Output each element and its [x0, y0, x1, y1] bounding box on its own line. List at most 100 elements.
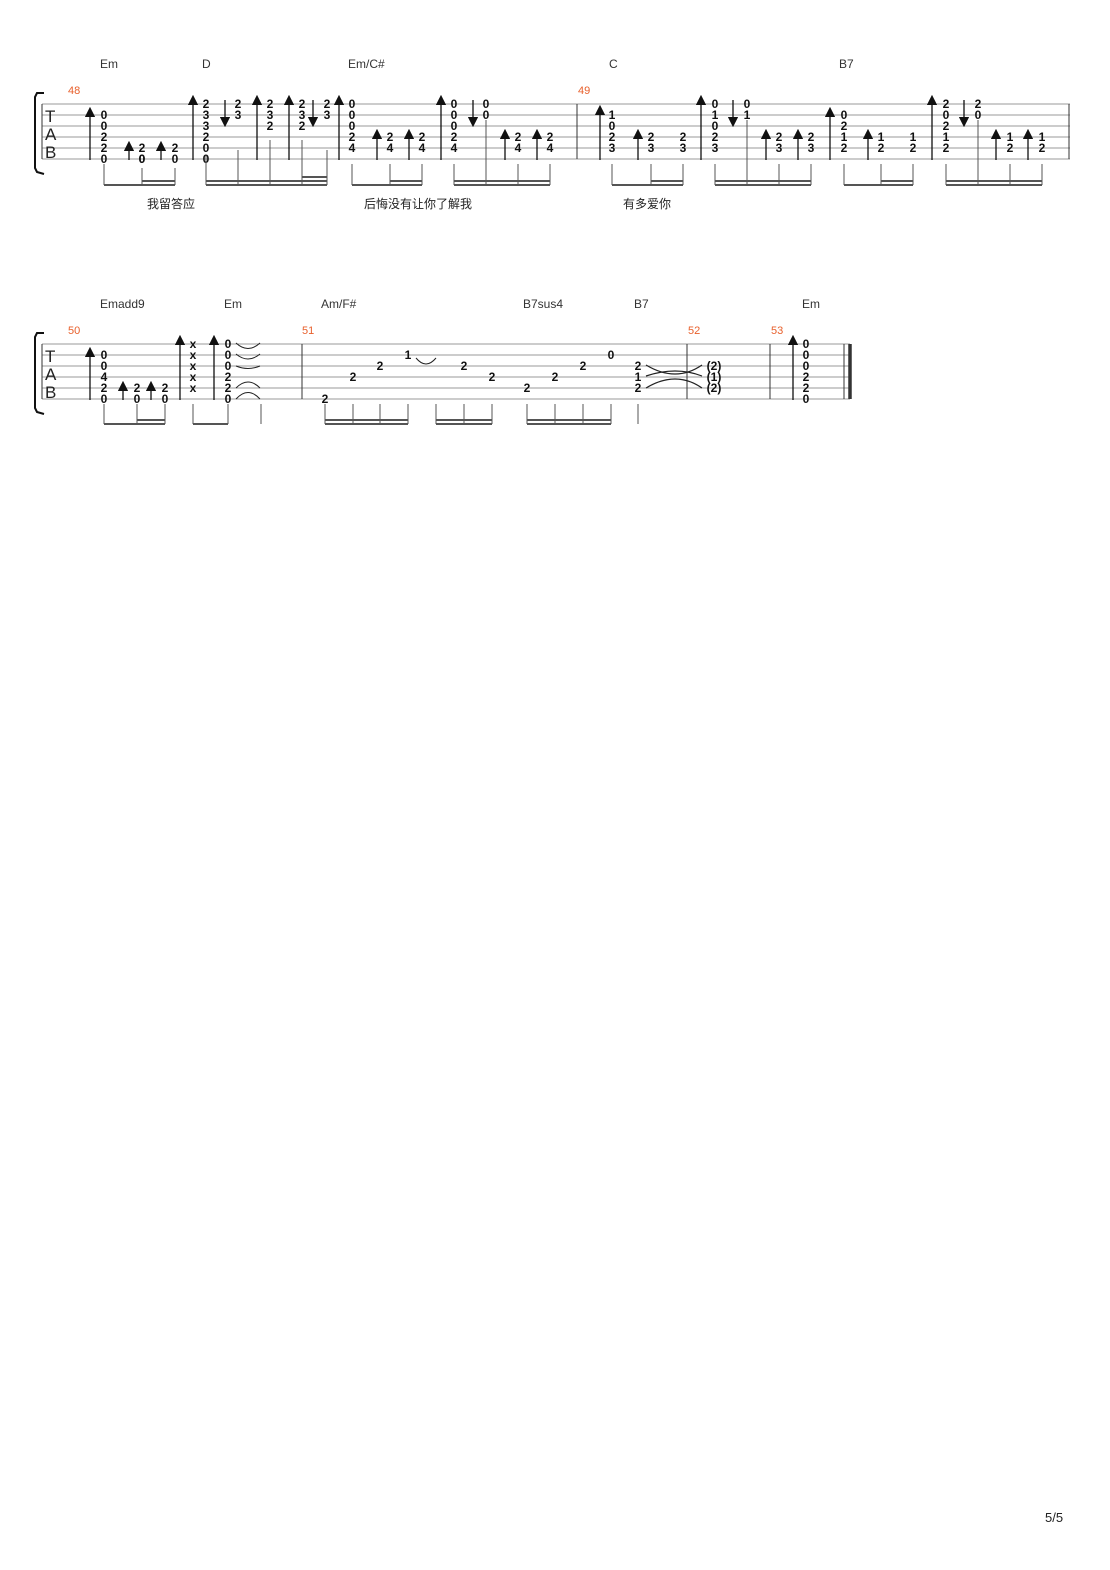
fret-number: 0 — [225, 337, 232, 351]
fret-number: x — [190, 359, 197, 373]
fret-number: 2 — [225, 381, 232, 395]
lyric-line: 后悔没有让你了解我 — [364, 196, 472, 211]
fret-number: 2 — [975, 97, 982, 111]
fret-numbers: 0022002020233200232322322300024242400024… — [101, 97, 1046, 166]
fret-number: 2 — [203, 97, 210, 111]
fret-number: (1) — [707, 370, 722, 384]
chord-name: B7sus4 — [523, 297, 563, 311]
fret-number: 2 — [803, 370, 810, 384]
fret-number: 0 — [349, 108, 356, 122]
fret-number: 2 — [451, 130, 458, 144]
tie-arcs — [645, 364, 703, 389]
fret-number: 3 — [203, 108, 210, 122]
fret-number: 2 — [635, 381, 642, 395]
measure-number: 51 — [302, 325, 314, 337]
tab-label-b: B — [45, 383, 56, 402]
tie-arc — [415, 357, 437, 365]
fret-number: 2 — [267, 119, 274, 133]
fret-number: 2 — [134, 381, 141, 395]
fret-number: 0 — [203, 141, 210, 155]
fret-number: 3 — [609, 141, 616, 155]
fret-number: 0 — [608, 348, 615, 362]
barlines — [41, 104, 1070, 159]
fret-number: 0 — [134, 392, 141, 406]
measure-number: 48 — [68, 85, 80, 97]
fret-number: 0 — [803, 348, 810, 362]
fret-number: 2 — [299, 97, 306, 111]
fret-number: 2 — [680, 130, 687, 144]
fret-number: 2 — [841, 141, 848, 155]
fret-number: 2 — [648, 130, 655, 144]
fret-number: 2 — [803, 381, 810, 395]
fret-number: 3 — [324, 108, 331, 122]
fret-number: 2 — [524, 381, 531, 395]
fret-number: 0 — [483, 97, 490, 111]
fret-number: 2 — [419, 130, 426, 144]
tab-label-t: T — [45, 347, 55, 366]
fret-number: 4 — [101, 370, 108, 384]
fret-number: 4 — [547, 141, 554, 155]
measure-number: 49 — [578, 85, 590, 97]
fret-number: 1 — [878, 130, 885, 144]
fret-number: 0 — [744, 97, 751, 111]
fret-number: 4 — [515, 141, 522, 155]
fret-number: 2 — [299, 119, 306, 133]
strum-arrows — [84, 334, 799, 400]
fret-number: 2 — [1039, 141, 1046, 155]
fret-number: 1 — [910, 130, 917, 144]
chord-name: B7 — [839, 57, 854, 71]
fret-number: 0 — [451, 97, 458, 111]
fret-number: 0 — [943, 108, 950, 122]
fret-number: 0 — [172, 152, 179, 166]
fret-number: (2) — [707, 359, 722, 373]
chord-name: Am/F# — [321, 297, 357, 311]
fret-number: 3 — [299, 108, 306, 122]
fret-number: x — [190, 381, 197, 395]
system-brace — [34, 92, 45, 175]
rake-curves — [235, 342, 261, 400]
fret-number: 2 — [461, 359, 468, 373]
rhythm-beams — [103, 404, 639, 425]
chord-name: Em/C# — [348, 57, 385, 71]
fret-number: 1 — [1007, 130, 1014, 144]
fret-number: 2 — [489, 370, 496, 384]
fret-number: 4 — [349, 141, 356, 155]
chord-name: B7 — [634, 297, 649, 311]
strum-arrows — [84, 94, 1034, 160]
fret-number: 0 — [349, 119, 356, 133]
fret-number: 3 — [203, 119, 210, 133]
fret-number: 3 — [235, 108, 242, 122]
fret-number: 1 — [405, 348, 412, 362]
fret-number: 0 — [162, 392, 169, 406]
fret-number: 3 — [267, 108, 274, 122]
fret-number: 0 — [483, 108, 490, 122]
lyric-line: 我留答应 — [147, 196, 195, 211]
tab-staff — [42, 343, 850, 400]
fret-number: 2 — [580, 359, 587, 373]
tab-label-b: B — [45, 143, 56, 162]
chord-name: Em — [224, 297, 242, 311]
fret-number: 1 — [635, 370, 642, 384]
fret-number: 0 — [225, 392, 232, 406]
fret-number: 0 — [225, 348, 232, 362]
fret-number: (2) — [707, 381, 722, 395]
tab-label-t: T — [45, 107, 55, 126]
fret-number: 0 — [101, 359, 108, 373]
fret-number: 3 — [776, 141, 783, 155]
fret-number: 3 — [648, 141, 655, 155]
chord-name: Em — [100, 57, 118, 71]
fret-number: 0 — [803, 337, 810, 351]
fret-number: 2 — [1007, 141, 1014, 155]
fret-number: 0 — [101, 119, 108, 133]
tab-label-a: A — [45, 365, 57, 384]
fret-number: 0 — [975, 108, 982, 122]
fret-number: 2 — [162, 381, 169, 395]
fret-number: 0 — [803, 359, 810, 373]
fret-number: 0 — [225, 359, 232, 373]
fret-number: 2 — [878, 141, 885, 155]
fret-number: 0 — [101, 392, 108, 406]
fret-number: 1 — [841, 130, 848, 144]
fret-number: 2 — [267, 97, 274, 111]
